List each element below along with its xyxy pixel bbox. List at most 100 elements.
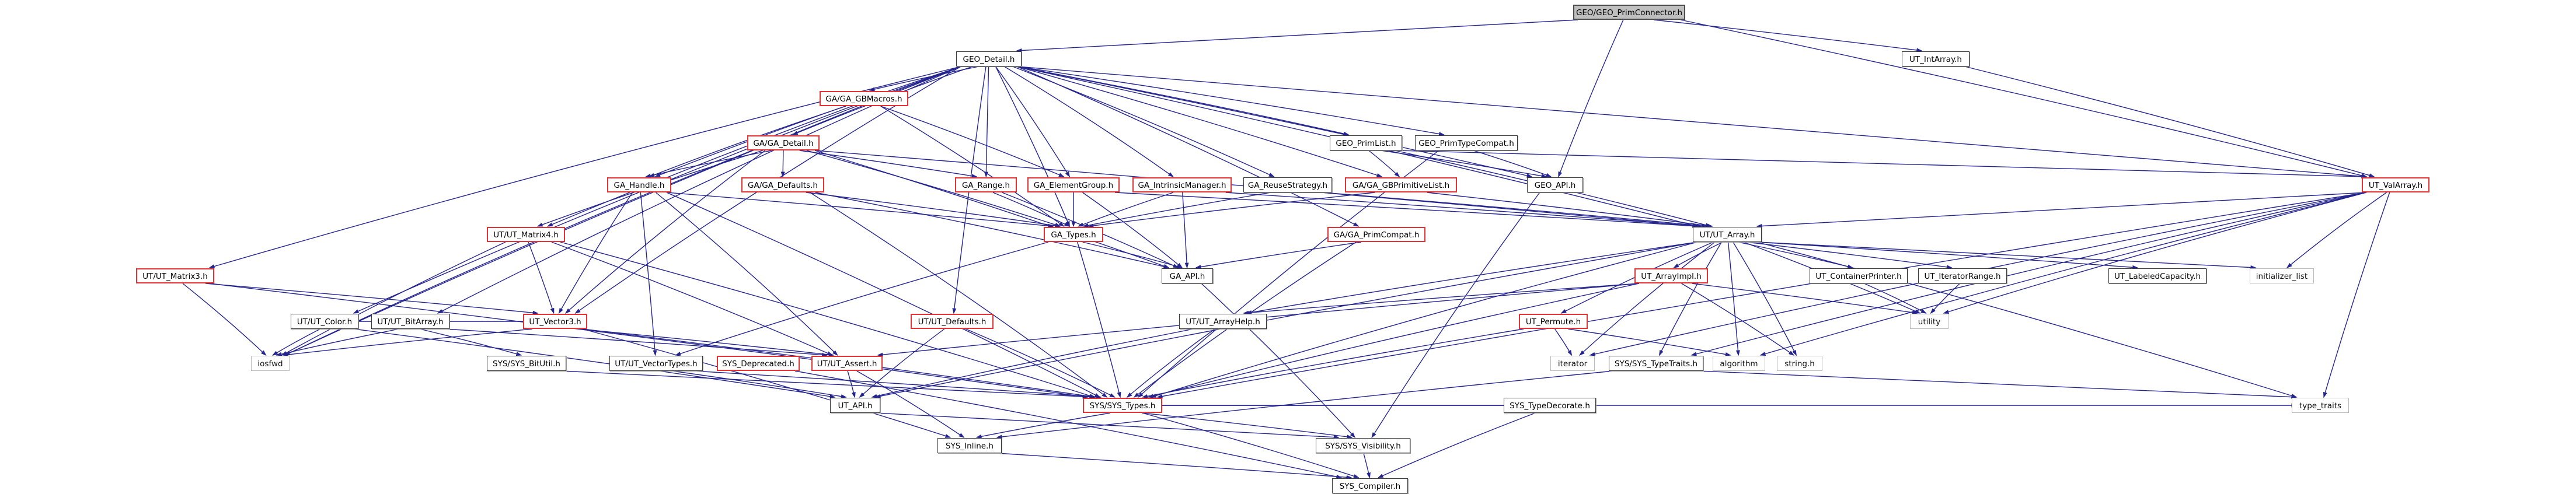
- node-ga-detail[interactable]: GA/GA_Detail.h: [747, 135, 820, 150]
- edge-sys_types-to-sys_inline: [975, 412, 1111, 439]
- edge-ga_reusestrategy-to-ut_array: [1323, 192, 1708, 228]
- node-type-traits[interactable]: type_traits: [2292, 398, 2349, 413]
- edge-ga_handle-to-sys_types: [666, 192, 1101, 398]
- edge-ut_bitarray-to-sys_bitutil: [419, 328, 522, 356]
- edge-ut_permute-to-sys_types: [1141, 328, 1524, 398]
- node-geo-primlist[interactable]: GEO_PrimList.h: [1330, 135, 1402, 150]
- edge-ga_gbprimitivelist-to-ut_array: [1427, 192, 1713, 228]
- node-ga-types[interactable]: GA_Types.h: [1044, 227, 1103, 242]
- edge-ut_array-to-sys_types: [1150, 241, 1698, 398]
- node-ut-containerprinter[interactable]: UT_ContainerPrinter.h: [1810, 268, 1908, 283]
- node-geo-api[interactable]: GEO_API.h: [1527, 177, 1583, 192]
- node-ga-api[interactable]: GA_API.h: [1162, 268, 1213, 283]
- edge-ut_color-to-ut_api: [353, 328, 836, 399]
- edge-ut_arrayimpl-to-utility: [1692, 283, 1919, 315]
- node-geo-primtypecompat[interactable]: GEO_PrimTypeCompat.h: [1415, 135, 1518, 150]
- edge-sys_typetraits-to-type_traits: [1698, 370, 2298, 400]
- edge-ut_matrix3-to-iosfwd: [182, 283, 267, 356]
- edge-ut_valarray-to-initializer_list: [2286, 192, 2387, 268]
- edge-ga_intrinsicmanager-to-ga_types: [1078, 192, 1174, 227]
- edge-ga_gbmacros-to-ga_handle: [649, 106, 846, 177]
- node-ut-assert[interactable]: UT/UT_Assert.h: [811, 356, 883, 371]
- edge-ga_types-to-ut_vectortypes: [675, 241, 1049, 356]
- node-sys-typedecorate[interactable]: SYS_TypeDecorate.h: [1504, 398, 1596, 413]
- node-initializer-list[interactable]: initializer_list: [2250, 268, 2314, 283]
- edge-ut_array-to-ut_labeledcapacity: [1756, 241, 2139, 269]
- node-sys-deprecated[interactable]: SYS_Deprecated.h: [717, 356, 800, 371]
- edge-ut_defaults-to-sys_types: [965, 328, 1116, 398]
- node-ut-permute[interactable]: UT_Permute.h: [1519, 314, 1588, 329]
- node-ut-array[interactable]: UT/UT_Array.h: [1693, 227, 1762, 242]
- node-iosfwd[interactable]: iosfwd: [251, 356, 290, 371]
- edge-ut_containerprinter-to-utility: [1864, 283, 1927, 314]
- node-ut-valarray[interactable]: UT_ValArray.h: [2362, 177, 2429, 192]
- edge-geo_detail-to-geo_primtypecompat: [1016, 66, 1445, 136]
- node-ut-arrayhelp[interactable]: UT/UT_ArrayHelp.h: [1179, 314, 1267, 329]
- edge-ga_types-to-ga_api: [1082, 241, 1183, 269]
- node-ut-iteratorrange[interactable]: UT_IteratorRange.h: [1918, 268, 2007, 283]
- node-ga-gbmacros[interactable]: GA/GA_GBMacros.h: [820, 91, 908, 106]
- node-ut-matrix3[interactable]: UT/UT_Matrix3.h: [136, 268, 214, 283]
- node-ga-gbprimitivelist[interactable]: GA/GA_GBPrimitiveList.h: [1345, 177, 1457, 192]
- edge-ut_iteratorrange-to-utility: [1930, 283, 1960, 314]
- node-ga-defaults[interactable]: GA/GA_Defaults.h: [741, 177, 824, 192]
- edge-ga_reusestrategy-to-ga_types: [1082, 192, 1271, 227]
- edge-ut_matrix4-to-ut_assert: [551, 241, 834, 356]
- edge-ut_array-to-initializer_list: [1756, 241, 2257, 270]
- edge-ut_matrix4-to-ut_vector3: [528, 241, 555, 314]
- edge-ga_defaults-to-ga_types: [806, 192, 1061, 228]
- node-ga-elementgroup[interactable]: GA_ElementGroup.h: [1027, 177, 1120, 192]
- edge-ut_assert-to-ut_api: [847, 370, 856, 398]
- node-sys-inline[interactable]: SYS_Inline.h: [937, 438, 1002, 453]
- edge-ut_arrayimpl-to-sys_types: [1147, 283, 1640, 398]
- edge-ga_elementgroup-to-ga_api: [1082, 192, 1183, 268]
- node-ut-labeledcapacity[interactable]: UT_LabeledCapacity.h: [2108, 268, 2206, 283]
- edge-ut_permute-to-iterator: [1554, 328, 1573, 356]
- edge-ga_range-to-ga_types: [992, 192, 1071, 227]
- node-ut-bitarray[interactable]: UT/UT_BitArray.h: [371, 314, 449, 329]
- node-ga-handle[interactable]: GA_Handle.h: [607, 177, 671, 192]
- edge-ga_handle-to-ut_vectortypes: [640, 192, 657, 356]
- node-ut-intarray[interactable]: UT_IntArray.h: [1902, 51, 1970, 66]
- node-string-h[interactable]: string.h: [1777, 356, 1822, 371]
- node-sys-visibility[interactable]: SYS/SYS_Visibility.h: [1316, 438, 1410, 453]
- edge-geo_detail-to-geo_api: [1016, 66, 1533, 178]
- node-sys-typetraits[interactable]: SYS/SYS_TypeTraits.h: [1609, 356, 1703, 371]
- edge-ut_array-to-ut_arrayhelp: [1246, 241, 1698, 315]
- edge-ga_detail-to-ga_range: [799, 150, 978, 178]
- edge-ut_array-to-iterator: [1579, 241, 1716, 356]
- edge-ut_array-to-string_h: [1733, 241, 1797, 356]
- edge-ut_array-to-ut_iteratorrange: [1746, 241, 1953, 269]
- node-ut-defaults[interactable]: UT/UT_Defaults.h: [911, 314, 994, 329]
- node-ga-range[interactable]: GA_Range.h: [955, 177, 1017, 192]
- node-ut-api[interactable]: UT_API.h: [830, 398, 880, 413]
- node-ut-arrayimpl[interactable]: UT_ArrayImpl.h: [1634, 268, 1708, 283]
- node-geo-detail[interactable]: GEO_Detail.h: [956, 51, 1022, 66]
- node-root[interactable]: GEO/GEO_PrimConnector.h: [1573, 5, 1685, 20]
- node-ut-matrix4[interactable]: UT/UT_Matrix4.h: [487, 227, 565, 242]
- edge-ut_matrix4-to-sys_types: [560, 241, 1096, 398]
- node-algorithm[interactable]: algorithm: [1713, 356, 1765, 371]
- edge-geo_primlist-to-geo_api: [1381, 150, 1547, 178]
- node-utility[interactable]: utility: [1910, 314, 1948, 329]
- edge-ga_gbmacros-to-ga_types: [880, 106, 1065, 227]
- edge-ga_handle-to-ga_types: [666, 192, 1054, 228]
- node-iterator[interactable]: iterator: [1550, 356, 1595, 371]
- edge-sys_deprecated-to-sys_compiler: [794, 370, 1343, 479]
- edge-sys_typetraits-to-sys_inline: [996, 370, 1614, 439]
- edge-ut_vectortypes-to-sys_types: [693, 370, 1102, 399]
- node-sys-types[interactable]: SYS/SYS_Types.h: [1083, 398, 1162, 413]
- node-sys-bitutil[interactable]: SYS/SYS_BitUtil.h: [487, 356, 566, 371]
- node-ga-intrinsicmanager[interactable]: GA_IntrinsicManager.h: [1132, 177, 1232, 192]
- edge-ut_defaults-to-ut_api: [859, 328, 945, 398]
- node-sys-compiler[interactable]: SYS_Compiler.h: [1332, 478, 1408, 493]
- edge-ut_valarray-to-sys_types: [1156, 192, 2367, 398]
- node-ut-color[interactable]: UT/UT_Color.h: [291, 314, 358, 329]
- edge-ga_intrinsicmanager-to-ga_api: [1182, 192, 1189, 269]
- node-ut-vector3[interactable]: UT_Vector3.h: [523, 314, 587, 329]
- edge-geo_detail-to-ga_range: [984, 66, 989, 178]
- node-ut-vectortypes[interactable]: UT/UT_VectorTypes.h: [609, 356, 703, 371]
- node-ga-primcompat[interactable]: GA/GA_PrimCompat.h: [1327, 227, 1425, 242]
- edge-ga_primcompat-to-ga_api: [1195, 241, 1362, 269]
- node-ga-reusestrategy[interactable]: GA_ReuseStrategy.h: [1243, 177, 1332, 192]
